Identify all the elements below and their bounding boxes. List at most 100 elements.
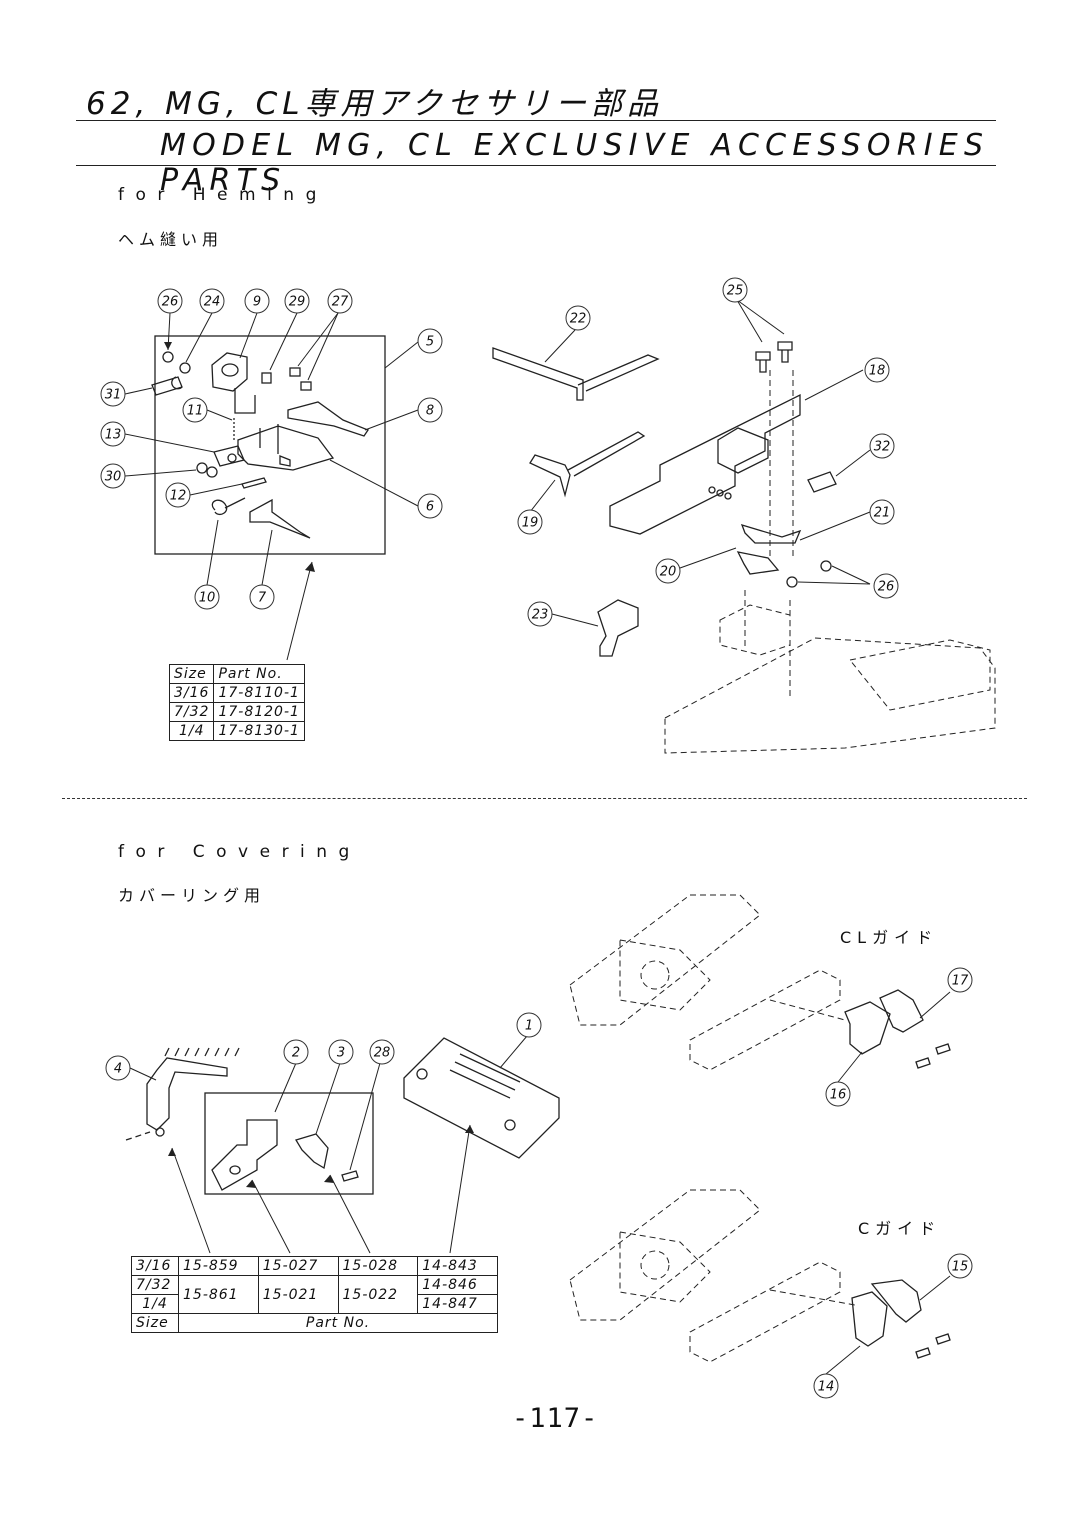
svg-text:6: 6 xyxy=(426,500,434,515)
part-no-cell: 15-022 xyxy=(337,1275,419,1314)
svg-text:22: 22 xyxy=(570,312,587,327)
svg-text:28: 28 xyxy=(374,1046,391,1061)
hemming-assembly-box xyxy=(154,335,386,555)
covering-callout-14: 14 xyxy=(813,1373,839,1399)
size-cell: 1/4 xyxy=(168,721,215,741)
part-4-feed-dog xyxy=(146,1057,228,1131)
cl-guide-label: CLガイド xyxy=(840,928,939,947)
svg-text:29: 29 xyxy=(289,295,306,310)
part-no-cell: 15-027 xyxy=(257,1256,339,1276)
svg-text:7: 7 xyxy=(258,591,267,606)
hemming-callout-19: 19 xyxy=(517,509,543,535)
part-1-throat-plate xyxy=(403,1037,560,1159)
svg-text:26: 26 xyxy=(162,295,179,310)
table-row: 3/16 17-8110-1 xyxy=(168,683,305,703)
svg-text:21: 21 xyxy=(874,506,891,521)
svg-text:14: 14 xyxy=(818,1380,835,1395)
svg-text:8: 8 xyxy=(426,404,434,419)
covering-callout-3: 3 xyxy=(328,1039,354,1065)
size-label: Size xyxy=(131,1313,179,1333)
hemming-callout-22: 22 xyxy=(565,305,591,331)
hemming-callout-13: 13 xyxy=(100,421,126,447)
svg-text:31: 31 xyxy=(105,388,122,403)
table-row: 1/4 14-847 xyxy=(131,1294,498,1314)
svg-text:26: 26 xyxy=(878,580,895,595)
hemming-callout-6: 6 xyxy=(417,493,443,519)
hemming-callout-24: 24 xyxy=(199,288,225,314)
part-17-cl-guide xyxy=(879,989,924,1033)
part-7-blade xyxy=(249,498,311,539)
hemming-callout-9: 9 xyxy=(244,288,270,314)
header-rule-top xyxy=(76,120,996,121)
svg-text:20: 20 xyxy=(660,565,677,580)
c-guide-label: Cガイド xyxy=(858,1219,942,1238)
table-row: 3/16 15-859 15-027 15-028 14-843 xyxy=(131,1256,498,1276)
arrowheads xyxy=(164,342,474,1188)
hemming-callout-21: 21 xyxy=(869,499,895,525)
svg-text:15: 15 xyxy=(952,1260,969,1275)
hemming-callout-18: 18 xyxy=(864,357,890,383)
svg-text:11: 11 xyxy=(187,404,204,419)
part-19 xyxy=(529,431,646,498)
size-cell: 7/32 xyxy=(131,1275,179,1295)
table-row: 1/4 17-8130-1 xyxy=(168,721,305,741)
part-no-label: Part No. xyxy=(178,1313,498,1333)
hemming-callout-8: 8 xyxy=(417,397,443,423)
part-no-cell: 14-846 xyxy=(417,1275,498,1295)
part-no-cell: 15-021 xyxy=(257,1275,339,1314)
covering-callout-4: 4 xyxy=(105,1055,131,1081)
hemming-callout-11: 11 xyxy=(182,397,208,423)
svg-text:25: 25 xyxy=(727,284,744,299)
part-no-cell: 17-8120-1 xyxy=(213,702,305,722)
part-no-cell: 14-847 xyxy=(417,1294,498,1314)
svg-text:1: 1 xyxy=(525,1019,533,1034)
part-no-cell: 15-859 xyxy=(178,1256,259,1276)
svg-text:27: 27 xyxy=(332,295,349,310)
table-header-row: Size Part No. xyxy=(168,664,305,684)
hemming-callout-27: 27 xyxy=(327,288,353,314)
hemming-callout-23: 23 xyxy=(527,601,553,627)
covering-parts-table: 3/16 15-859 15-027 15-028 14-843 7/32 15… xyxy=(131,1256,498,1333)
svg-text:16: 16 xyxy=(830,1088,847,1103)
section-divider xyxy=(62,798,1027,799)
svg-text:4: 4 xyxy=(114,1062,122,1077)
hemming-callout-5: 5 xyxy=(417,328,443,354)
size-cell: 3/16 xyxy=(131,1256,179,1276)
hemming-callout-10: 10 xyxy=(194,584,220,610)
svg-text:18: 18 xyxy=(869,364,886,379)
svg-text:10: 10 xyxy=(199,591,216,606)
part-31-screw xyxy=(151,376,183,396)
covering-callout-15: 15 xyxy=(947,1253,973,1279)
part-14-c-guide xyxy=(851,1291,888,1347)
part-no-cell: 17-8130-1 xyxy=(213,721,305,741)
part-6-foot xyxy=(237,424,335,471)
hemming-callout-26: 26 xyxy=(873,573,899,599)
page-title-en: MODEL MG, CL EXCLUSIVE ACCESSORIES PARTS xyxy=(160,128,990,198)
hemming-callout-26: 26 xyxy=(157,288,183,314)
svg-text:19: 19 xyxy=(522,516,539,531)
part-8-plate xyxy=(287,401,369,437)
part-22 xyxy=(492,347,660,401)
svg-text:5: 5 xyxy=(426,335,434,350)
hemming-parts-table: Size Part No. 3/16 17-8110-1 7/32 17-812… xyxy=(168,664,305,741)
hemming-callout-29: 29 xyxy=(284,288,310,314)
part-no-cell: 17-8110-1 xyxy=(213,683,305,703)
size-header: Size xyxy=(168,664,215,684)
hemming-callout-31: 31 xyxy=(100,381,126,407)
page-number: -117- xyxy=(512,1403,599,1434)
hemming-callout-32: 32 xyxy=(869,433,895,459)
size-cell: 3/16 xyxy=(168,683,215,703)
page-title-jp: 62, MG, CL専用アクセサリー部品 xyxy=(86,86,663,122)
table-row: 7/32 15-861 15-021 15-022 14-846 xyxy=(131,1275,498,1314)
part-16-cl-guide xyxy=(844,1001,891,1055)
svg-text:30: 30 xyxy=(105,470,122,485)
size-cell: 7/32 xyxy=(168,702,215,722)
covering-callout-16: 16 xyxy=(825,1081,851,1107)
svg-text:32: 32 xyxy=(874,440,891,455)
svg-text:9: 9 xyxy=(253,295,261,310)
hemming-label-jp: ヘム縫い用 xyxy=(118,230,224,249)
leader-lines xyxy=(124,299,951,1375)
part-no-cell: 15-028 xyxy=(337,1256,419,1276)
